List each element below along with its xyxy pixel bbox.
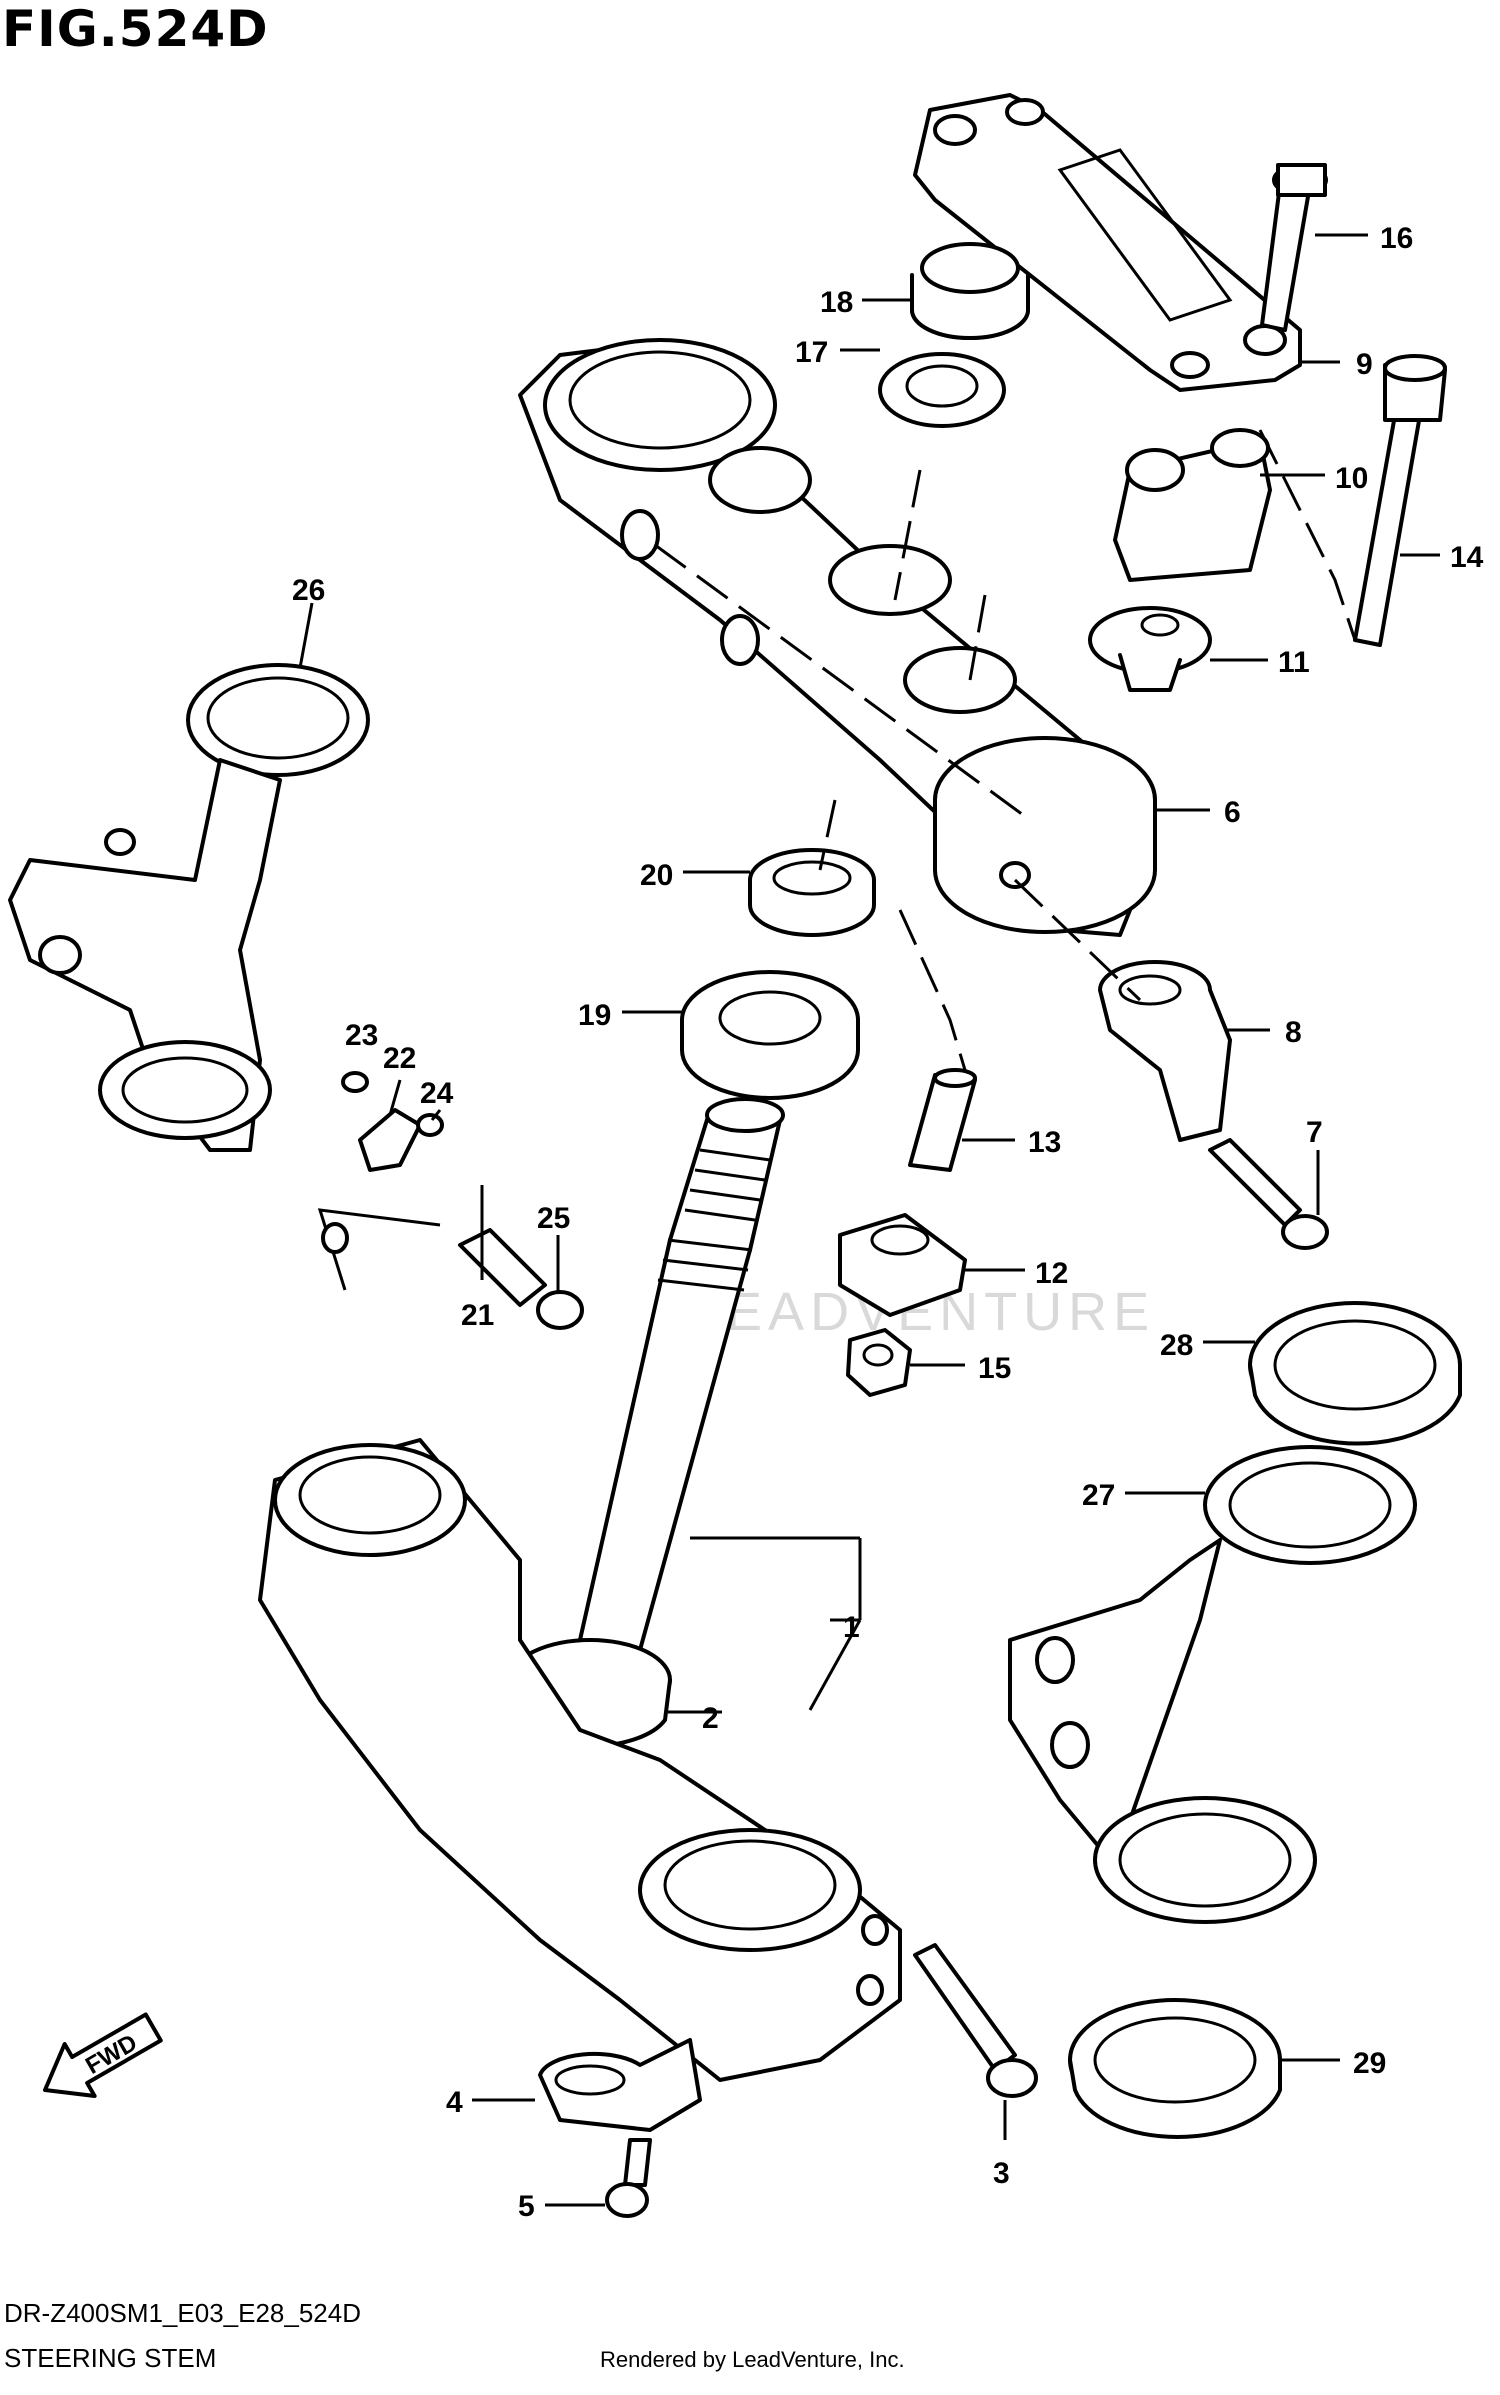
callout-10: 10	[1335, 462, 1368, 495]
callout-9: 9	[1356, 348, 1373, 381]
figure-title: FIG.524D	[2, 0, 269, 58]
render-credit: Rendered by LeadVenture, Inc.	[600, 2347, 905, 2372]
part-21-switch	[317, 1208, 547, 1307]
part-25-cap	[536, 1290, 584, 1330]
callout-3: 3	[993, 2157, 1010, 2190]
part-17-washer	[878, 352, 1006, 428]
model-code: DR-Z400SM1_E03_E28_524D	[4, 2298, 361, 2328]
part-3-bolt	[913, 1943, 1038, 2098]
callout-11: 11	[1278, 646, 1310, 679]
part-14-long-bolt	[1353, 354, 1447, 647]
part-8-bracket	[1098, 960, 1232, 1142]
part-19-bearing	[680, 970, 860, 1100]
callout-20: 20	[640, 859, 673, 892]
part-9-handlebar-holder-upper	[913, 93, 1302, 392]
part-27-cable-guide	[1008, 1445, 1417, 1924]
fwd-arrow: FWD	[43, 2012, 163, 2098]
part-6-upper-bracket	[518, 338, 1157, 937]
part-28-seal	[1248, 1301, 1462, 1446]
callout-7: 7	[1306, 1116, 1323, 1149]
callout-29: 29	[1353, 2047, 1386, 2080]
callout-1: 1	[843, 1611, 860, 1644]
callout-17: 17	[795, 336, 828, 369]
callout-28: 28	[1160, 1329, 1193, 1362]
part-23-screw	[341, 1071, 369, 1093]
callout-19: 19	[578, 999, 611, 1032]
part-11-cushion	[1088, 606, 1212, 692]
part-4-clamp	[538, 2038, 702, 2132]
part-26-cable-guide	[8, 663, 370, 1152]
part-1-steering-stem	[578, 1097, 785, 1652]
part-20-steering-nut	[748, 848, 876, 937]
callout-6: 6	[1224, 796, 1241, 829]
callout-22: 22	[383, 1042, 416, 1075]
part-12-damper	[838, 1213, 967, 1317]
callout-15: 15	[978, 1352, 1011, 1385]
part-5-bolt	[605, 2138, 652, 2218]
callout-12: 12	[1035, 1257, 1068, 1290]
callout-26: 26	[292, 574, 325, 607]
callout-13: 13	[1028, 1126, 1061, 1159]
callout-8: 8	[1285, 1016, 1302, 1049]
part-18-cap	[910, 242, 1030, 340]
callout-24: 24	[420, 1077, 454, 1110]
callout-16: 16	[1380, 222, 1413, 255]
part-15-nut	[846, 1328, 912, 1397]
part-13-spacer	[908, 1068, 977, 1172]
callout-4: 4	[446, 2086, 463, 2119]
assembly-lines	[654, 429, 1357, 1071]
callout-18: 18	[820, 286, 853, 319]
callout-14: 14	[1450, 541, 1484, 574]
part-22-clamp	[358, 1108, 422, 1172]
callout-5: 5	[518, 2190, 535, 2223]
callout-25: 25	[537, 1202, 570, 1235]
part-7-bolt	[1208, 1138, 1329, 1250]
callout-2: 2	[702, 1702, 719, 1735]
callouts: 1 2 3 4 5 6 7 8 9 10 11 12 13 14 15 16 1	[292, 222, 1484, 2223]
part-16-bolt	[1260, 163, 1328, 332]
part-24-washer	[416, 1113, 444, 1137]
callout-23: 23	[345, 1019, 378, 1052]
part-29-seal	[1068, 1998, 1282, 2139]
section-title: STEERING STEM	[4, 2343, 217, 2373]
part-10-holder-lower	[1113, 428, 1272, 582]
callout-21: 21	[461, 1299, 494, 1332]
steering-lower-bracket	[258, 1438, 902, 2082]
callout-27: 27	[1082, 1479, 1115, 1512]
